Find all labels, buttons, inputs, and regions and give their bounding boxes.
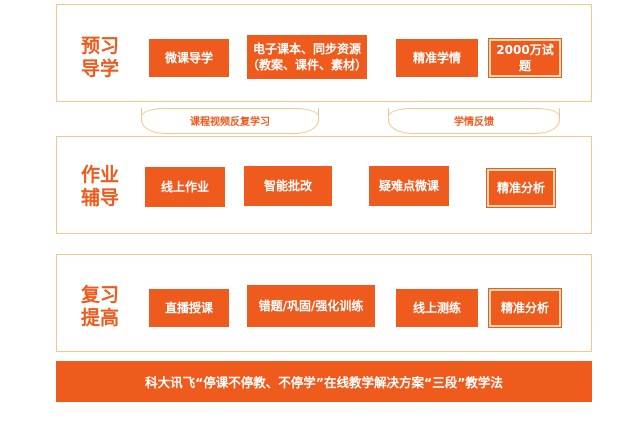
- stage-item: 线上作业: [145, 167, 225, 207]
- stage-title-line1: 复习: [80, 284, 119, 306]
- stage-title-line2: 导学: [80, 58, 119, 80]
- stage-item: 疑难点微课: [369, 166, 449, 206]
- stage-title: 作业 辅导: [57, 164, 143, 210]
- connector-tab: 课程视频反复学习: [141, 108, 319, 134]
- stage-item: 微课导学: [149, 39, 229, 77]
- stage-panel-homework: 作业 辅导 线上作业 智能批改 疑难点微课 精准分析: [56, 136, 592, 234]
- connector-tab: 学情反馈: [388, 108, 560, 134]
- stage-item: 精准分析: [488, 288, 562, 328]
- stage-item: 精准学情: [396, 39, 478, 77]
- stage-title-line1: 作业: [80, 164, 119, 186]
- stage-panel-review: 复习 提高 直播授课 错题/巩固/强化训练 线上测练 精准分析: [56, 254, 592, 352]
- footer-banner: 科大讯飞“停课不停教、不停学”在线教学解决方案“三段”教学法: [56, 361, 592, 402]
- stage-item: 精准分析: [486, 168, 556, 208]
- stage-item: 智能批改: [244, 166, 332, 206]
- stage-title: 预习 导学: [57, 35, 143, 81]
- stage-item: 错题/巩固/强化训练: [247, 285, 375, 327]
- stage-title: 复习 提高: [57, 284, 143, 330]
- stage-item: 2000万试题: [488, 38, 562, 78]
- stage-item: 直播授课: [149, 289, 229, 327]
- stage-title-line2: 辅导: [80, 187, 119, 209]
- stage-item: 电子课本、同步资源 （教案、课件、素材）: [247, 35, 367, 79]
- stage-item: 线上测练: [396, 289, 478, 327]
- stage-title-line2: 提高: [80, 307, 119, 329]
- stage-title-line1: 预习: [80, 35, 119, 57]
- stage-panel-preview: 预习 导学 微课导学 电子课本、同步资源 （教案、课件、素材） 精准学情 200…: [56, 4, 592, 102]
